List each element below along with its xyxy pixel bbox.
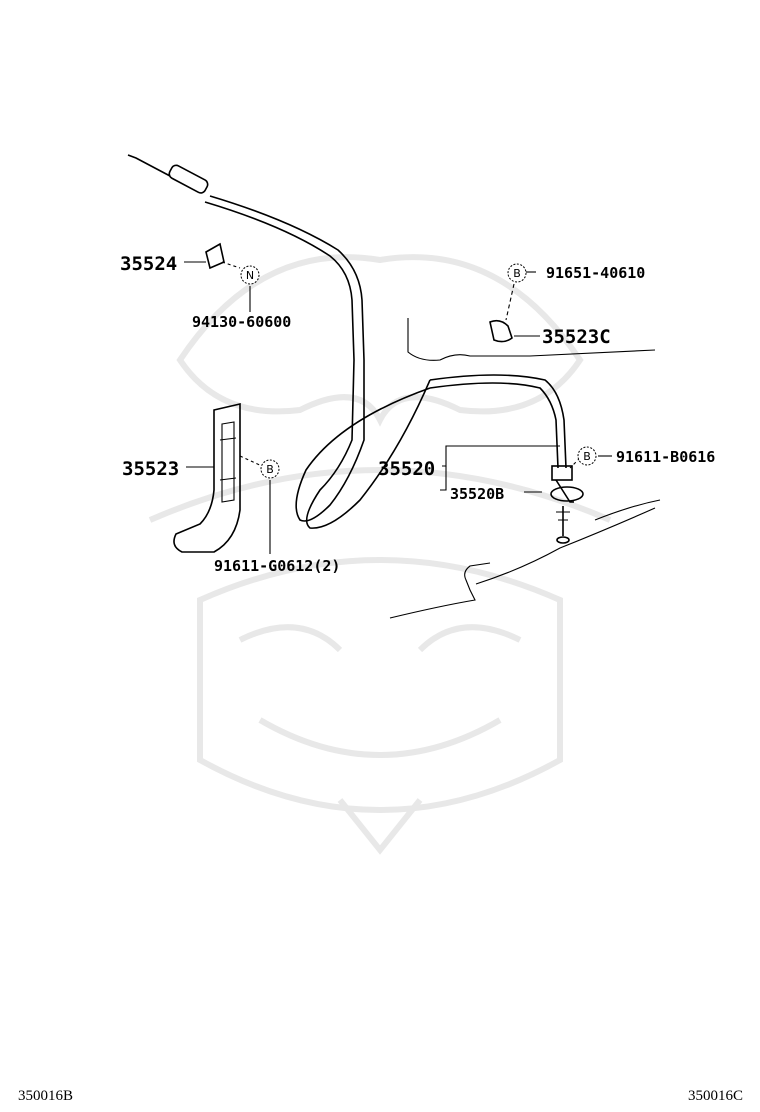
badge-b-icon: B: [260, 459, 280, 479]
footer-code-right: 350016C: [688, 1088, 743, 1104]
badge-b-icon: B: [577, 446, 597, 466]
leader-lines: [184, 261, 612, 554]
part-label-35524[interactable]: 35524: [120, 253, 177, 275]
footer-code-left: 350016B: [18, 1088, 73, 1104]
part-label-35520[interactable]: 35520: [378, 458, 435, 480]
part-label-35523c[interactable]: 35523C: [542, 326, 611, 348]
svg-text:B: B: [513, 267, 521, 280]
badge-n-icon: N: [240, 265, 260, 285]
part-label-91651-40610[interactable]: 91651-40610: [546, 264, 645, 282]
part-label-91611-g0612[interactable]: 91611-G0612(2): [214, 557, 340, 575]
badge-b-icon: B: [507, 263, 527, 283]
clip-icon: [489, 319, 513, 343]
watermark-samurai-icon: [148, 254, 612, 855]
svg-text:B: B: [266, 463, 274, 476]
body-panel-outline: [389, 318, 661, 619]
lever-bracket-icon: [173, 402, 241, 553]
part-label-35523[interactable]: 35523: [122, 458, 179, 480]
svg-text:B: B: [583, 450, 591, 463]
part-label-94130-60600[interactable]: 94130-60600: [192, 313, 291, 331]
part-label-91611-b0616[interactable]: 91611-B0616: [616, 448, 715, 466]
parking-brake-cable-icon: [127, 154, 584, 544]
svg-text:N: N: [246, 269, 254, 282]
part-label-35520b[interactable]: 35520B: [450, 485, 504, 503]
clamp-icon: [205, 242, 225, 270]
